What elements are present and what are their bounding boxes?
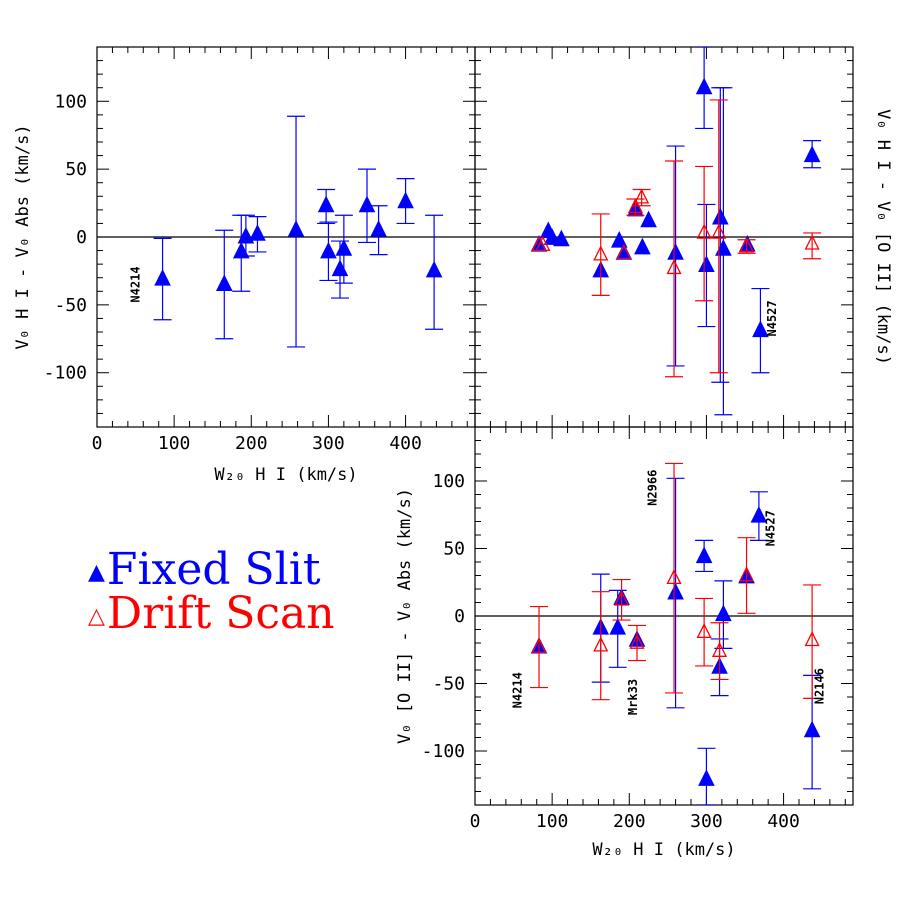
fixed-slit-point <box>715 604 732 622</box>
fixed-slit-point <box>317 195 335 213</box>
y-tick-label: -50 <box>432 674 465 695</box>
x-tick-label: 0 <box>92 433 103 454</box>
x-tick-label: 200 <box>235 433 268 454</box>
y-axis-label: V₀ [O II] - V₀ Abs (km/s) <box>395 488 415 744</box>
x-tick-label: 100 <box>158 433 191 454</box>
drift-scan-point <box>629 633 645 649</box>
fixed-slit-point <box>358 195 376 213</box>
fixed-slit-point <box>752 320 769 338</box>
fixed-slit-point <box>370 220 387 237</box>
y-tick-label: -100 <box>422 741 465 762</box>
fixed-slit-point <box>397 191 414 209</box>
data-layer <box>530 462 822 805</box>
fixed-slit-point <box>715 239 732 256</box>
fixed-slit-point <box>695 77 713 95</box>
fixed-slit-point <box>237 226 255 244</box>
x-tick-label: 300 <box>312 433 345 454</box>
drift-scan-point <box>666 258 682 275</box>
fixed-slit-point <box>667 582 684 600</box>
y-tick-label: 50 <box>443 539 465 560</box>
fixed-slit-point <box>609 618 627 635</box>
y-tick-label: 100 <box>432 471 465 492</box>
y-tick-label: -50 <box>54 295 87 316</box>
fixed-slit-point <box>287 220 305 237</box>
fixed-slit-point <box>695 546 713 564</box>
legend-drift-label: Drift Scan <box>106 588 335 639</box>
x-tick-label: 100 <box>536 811 569 832</box>
drift-scan-point <box>634 188 650 204</box>
drift-scan-point <box>535 235 551 251</box>
y-tick-label: 50 <box>65 159 87 180</box>
y-tick-label: 0 <box>454 606 465 627</box>
drift-scan-point <box>696 622 712 639</box>
x-tick-label: 0 <box>470 811 481 832</box>
open-triangle-icon: △ <box>88 603 105 629</box>
fixed-slit-point <box>610 230 628 248</box>
annotation-label: N2146 <box>813 668 827 704</box>
drift-scan-point <box>666 568 682 585</box>
annotation-label: N4527 <box>763 510 777 546</box>
annotation-label: N4527 <box>765 300 779 336</box>
fixed-slit-point <box>640 210 657 228</box>
drift-scan-point <box>593 245 609 261</box>
fixed-slit-point <box>634 237 651 255</box>
drift-scan-point <box>804 631 820 647</box>
drift-scan-point <box>531 637 547 653</box>
fixed-slit-point <box>803 720 821 738</box>
x-axis-label: W₂₀ H I (km/s) <box>214 465 357 485</box>
annotation-label: N4214 <box>510 672 524 708</box>
y-axis-label: V₀ H I - V₀ Abs (km/s) <box>13 124 33 349</box>
fixed-slit-point <box>803 145 821 163</box>
annotation-label: Mrk33 <box>626 679 640 715</box>
fixed-slit-point <box>335 239 353 256</box>
annotation-label: N2966 <box>645 470 659 506</box>
fixed-slit-point <box>750 505 768 523</box>
annotation-label: N4214 <box>128 266 142 302</box>
drift-scan-point <box>711 641 728 657</box>
fixed-slit-point <box>553 229 570 247</box>
fixed-slit-point <box>154 268 171 286</box>
y-tick-label: 0 <box>76 227 87 248</box>
drift-scan-point <box>696 223 712 239</box>
y-tick-label: 100 <box>54 91 87 112</box>
x-axis-label: W₂₀ H I (km/s) <box>592 840 735 860</box>
x-tick-label: 400 <box>767 811 800 832</box>
y-axis-label: V₀ H I - V₀ [O II] (km/s) <box>873 109 893 365</box>
drift-scan-point <box>711 223 727 239</box>
legend-fixed-slit: ▲Fixed Slit <box>88 548 321 595</box>
legend-drift-scan: △Drift Scan <box>88 592 335 639</box>
drift-scan-point <box>614 590 630 606</box>
data-layer <box>153 115 444 348</box>
x-tick-label: 400 <box>389 433 422 454</box>
drift-scan-point <box>593 636 609 652</box>
fixed-slit-point <box>712 207 729 225</box>
filled-triangle-icon: ▲ <box>88 559 105 585</box>
fixed-slit-point <box>543 228 561 245</box>
y-tick-label: -100 <box>44 363 87 384</box>
panel-top-right: V₀ H I - V₀ [O II] (km/s) N4527 <box>474 46 893 428</box>
x-tick-label: 200 <box>613 811 646 832</box>
drift-scan-point <box>804 234 820 250</box>
fixed-slit-point <box>249 224 266 241</box>
data-layer <box>530 47 822 416</box>
fixed-slit-point <box>215 274 233 291</box>
fixed-slit-point <box>425 260 443 278</box>
fixed-slit-point <box>698 255 715 272</box>
drift-scan-point <box>738 237 755 253</box>
legend-fixed-label: Fixed Slit <box>106 544 321 595</box>
fixed-slit-point <box>698 769 715 786</box>
fixed-slit-point <box>331 259 349 277</box>
fixed-slit-point <box>667 243 684 260</box>
x-tick-label: 300 <box>690 811 723 832</box>
fixed-slit-point <box>232 241 250 259</box>
drift-scan-point <box>738 566 755 582</box>
fixed-slit-point <box>320 241 337 259</box>
drift-scan-point <box>616 244 632 260</box>
